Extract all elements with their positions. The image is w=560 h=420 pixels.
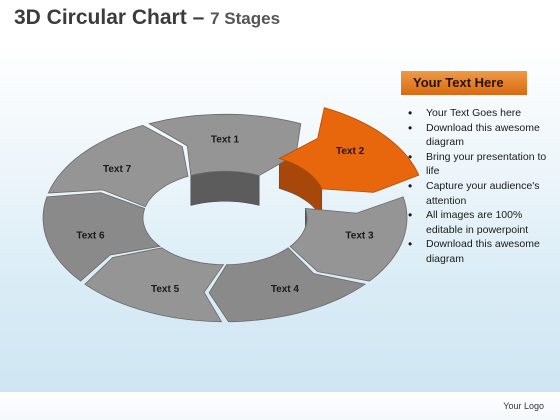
segment-inner-wall bbox=[190, 171, 260, 206]
footer-logo: Your Logo bbox=[503, 401, 544, 411]
ring-segment-7 bbox=[47, 124, 189, 208]
sidebar-bullet-item: Your Text Goes here bbox=[404, 106, 549, 121]
segment-label-1: Text 1 bbox=[211, 134, 240, 145]
ring-segment-5 bbox=[84, 247, 225, 323]
ring-segment-1 bbox=[148, 113, 302, 176]
sidebar-bullet-item: Download this awesome diagram bbox=[404, 237, 549, 266]
sidebar-header: Your Text Here bbox=[401, 71, 527, 95]
segment-wall-1 bbox=[190, 171, 260, 206]
segment-label-7: Text 7 bbox=[103, 164, 132, 175]
title-dash: – bbox=[192, 6, 205, 29]
sidebar-bullet-item: Download this awesome diagram bbox=[404, 121, 549, 150]
segment-label-5: Text 5 bbox=[151, 284, 180, 295]
sidebar-bullet-list: Your Text Goes hereDownload this awesome… bbox=[404, 106, 549, 267]
sidebar-bullet-item: Bring your presentation to life bbox=[404, 150, 549, 179]
sidebar-bullet-item: All images are 100% editable in powerpoi… bbox=[404, 208, 549, 237]
page-title: 3D Circular Chart – 7 Stages bbox=[14, 6, 280, 30]
segment-label-2: Text 2 bbox=[336, 146, 365, 157]
ring-segment-6 bbox=[42, 192, 161, 282]
ring-segment-4 bbox=[208, 247, 367, 323]
title-main: 3D Circular Chart bbox=[14, 6, 187, 29]
segment-labels: Text 1 Text 2 Text 3 Text 4 Text 5 Text 6 Text… bbox=[76, 134, 374, 295]
footer-bar bbox=[0, 392, 560, 420]
ring-segment-2 bbox=[278, 107, 420, 193]
segment-label-3: Text 3 bbox=[345, 231, 374, 242]
sidebar-bullet-item: Capture your audience's attention bbox=[404, 179, 549, 208]
ring-segments bbox=[42, 107, 420, 323]
segment-label-4: Text 4 bbox=[271, 284, 300, 295]
title-sub: 7 Stages bbox=[210, 9, 281, 28]
segment-label-6: Text 6 bbox=[76, 231, 105, 242]
